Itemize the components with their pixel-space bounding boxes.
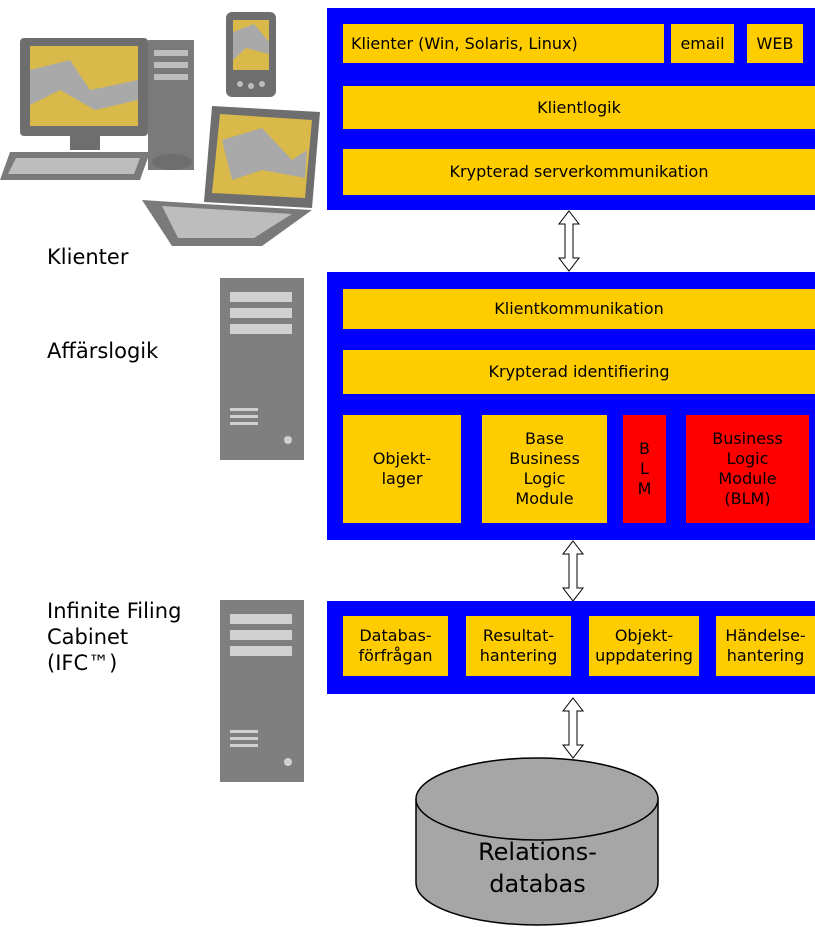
web-box: WEB — [747, 24, 803, 63]
encrypted-id-box: Krypterad identifiering — [343, 350, 815, 394]
object-update-box: Objekt- uppdatering — [589, 616, 699, 676]
double-arrow-icon — [561, 697, 585, 759]
pda-icon — [226, 12, 276, 97]
ifc-label: Infinite Filing Cabinet (IFC™) — [47, 599, 182, 675]
blm-short-box: B L M — [623, 415, 666, 523]
client-tier-panel: Klienter (Win, Solaris, Linux) email WEB… — [327, 8, 815, 210]
encrypted-comm-box: Krypterad serverkommunikation — [343, 149, 815, 195]
clients-os-box: Klienter (Win, Solaris, Linux) — [343, 24, 664, 63]
blm-box: Business Logic Module (BLM) — [686, 415, 809, 523]
clients-label: Klienter — [47, 245, 129, 269]
database-label: Relations- databas — [478, 838, 597, 898]
ifc-tier-panel: Databas- förfrågan Resultat- hantering O… — [327, 601, 815, 694]
event-handling-box: Händelse- hantering — [716, 616, 815, 676]
server-icon — [220, 600, 304, 782]
laptop-icon — [142, 106, 320, 246]
database-cylinder-icon — [415, 757, 659, 926]
server-icon — [220, 278, 304, 460]
base-blm-box: Base Business Logic Module — [482, 415, 607, 523]
double-arrow-icon — [561, 540, 585, 602]
business-tier-panel: Klientkommunikation Krypterad identifier… — [327, 272, 815, 540]
db-query-box: Databas- förfrågan — [343, 616, 448, 676]
client-logic-box: Klientlogik — [343, 86, 815, 129]
email-box: email — [671, 24, 734, 63]
result-handling-box: Resultat- hantering — [466, 616, 571, 676]
business-logic-label: Affärslogik — [47, 339, 159, 363]
object-store-box: Objekt- lager — [343, 415, 461, 523]
client-comm-box: Klientkommunikation — [343, 289, 815, 329]
double-arrow-icon — [557, 210, 581, 272]
desktop-computer-icon — [0, 38, 194, 180]
